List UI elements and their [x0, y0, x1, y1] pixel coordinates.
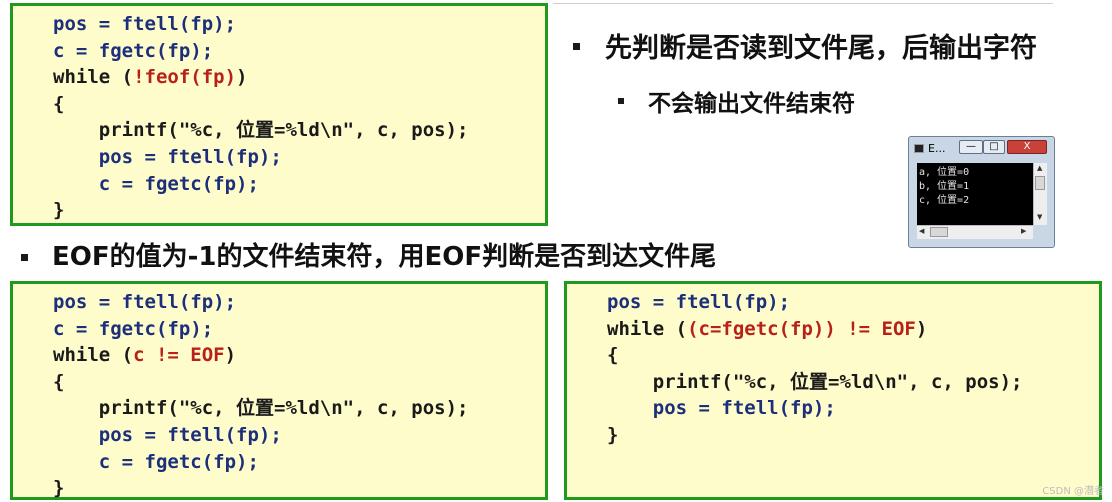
- bullet-main-text: 先判断是否读到文件尾，后输出字符: [605, 33, 1037, 64]
- code-line: printf("%c, 位置=%ld\n", c, pos);: [53, 395, 469, 422]
- code-token: !feof(fp): [133, 66, 237, 89]
- bullet-sub-text: 不会输出文件结束符: [648, 91, 855, 117]
- code-box-eof-compare: pos = ftell(fp);c = fgetc(fp);while (c !…: [10, 281, 548, 500]
- vertical-scroll-thumb[interactable]: [1035, 176, 1045, 190]
- code-block-combined: pos = ftell(fp); while ((c=fgetc(fp)) != …: [607, 289, 1023, 449]
- code-token: ): [915, 317, 928, 340]
- code-line: pos = ftell(fp);: [53, 11, 469, 38]
- scroll-right-icon[interactable]: ▶: [1021, 227, 1027, 235]
- code-line: pos = ftell(fp);: [53, 422, 469, 449]
- code-block-feof: pos = ftell(fp);c = fgetc(fp);while (!fe…: [53, 11, 469, 224]
- console-output-line: c, 位置=2: [919, 195, 970, 206]
- code-box-feof: pos = ftell(fp);c = fgetc(fp);while (!fe…: [10, 3, 548, 226]
- code-line: {: [607, 342, 1023, 369]
- maximize-button[interactable]: □: [983, 140, 1005, 154]
- code-token: c != EOF: [133, 344, 225, 367]
- code-token: ): [224, 344, 237, 367]
- watermark: CSDN @潜者: [1042, 486, 1104, 497]
- code-line: printf("%c, 位置=%ld\n", c, pos);: [53, 117, 469, 144]
- code-line: while ((c=fgetc(fp)) != EOF): [607, 316, 1023, 343]
- code-token: {: [53, 370, 65, 393]
- code-box-combined: pos = ftell(fp); while ((c=fgetc(fp)) != …: [564, 281, 1102, 500]
- code-token: pos = ftell(fp);: [53, 13, 237, 35]
- code-line: while (!feof(fp)): [53, 64, 469, 91]
- code-token: }: [53, 477, 65, 500]
- code-token: while (: [607, 317, 688, 340]
- code-token: pos = ftell(fp);: [53, 423, 282, 446]
- code-token: printf("%c, 位置=%ld\n", c, pos);: [53, 119, 469, 142]
- code-token: printf("%c, 位置=%ld\n", c, pos);: [607, 370, 1023, 393]
- code-token: pos = ftell(fp);: [53, 291, 237, 313]
- code-line: pos = ftell(fp);: [53, 289, 469, 316]
- code-line: }: [53, 475, 469, 502]
- code-line: {: [53, 91, 469, 118]
- code-line: }: [607, 422, 1023, 449]
- code-line: }: [53, 197, 469, 224]
- code-line: pos = ftell(fp);: [53, 144, 469, 171]
- bullet-eof-text: EOF的值为-1的文件结束符，用EOF判断是否到达文件尾: [52, 242, 717, 272]
- code-line: c = fgetc(fp);: [53, 316, 469, 343]
- code-line: {: [53, 369, 469, 396]
- code-line: c = fgetc(fp);: [53, 171, 469, 198]
- console-horizontal-scrollbar[interactable]: ◀ ▶: [917, 225, 1033, 239]
- code-line: pos = ftell(fp);: [607, 395, 1023, 422]
- scroll-up-icon[interactable]: ▲: [1037, 164, 1043, 172]
- code-token: printf("%c, 位置=%ld\n", c, pos);: [53, 397, 469, 420]
- console-app-icon: [914, 144, 924, 153]
- bullet-eof-marker: [21, 254, 28, 261]
- console-title: E...: [928, 142, 946, 155]
- code-token: while (: [53, 66, 134, 89]
- close-button[interactable]: X: [1007, 140, 1047, 154]
- code-line: pos = ftell(fp);: [607, 289, 1023, 316]
- code-token: c = fgetc(fp);: [53, 172, 259, 195]
- code-token: c = fgetc(fp);: [53, 39, 214, 62]
- code-token: pos = ftell(fp);: [607, 397, 836, 420]
- code-token: {: [607, 344, 619, 367]
- code-token: c = fgetc(fp);: [53, 450, 259, 473]
- bullet-sub-marker: [618, 98, 624, 104]
- code-token: (c=fgetc(fp)) != EOF: [687, 317, 916, 340]
- scroll-down-icon[interactable]: ▼: [1037, 213, 1043, 221]
- code-token: }: [607, 423, 619, 446]
- console-output-line: a, 位置=0: [919, 167, 970, 178]
- code-line: printf("%c, 位置=%ld\n", c, pos);: [607, 369, 1023, 396]
- console-titlebar[interactable]: E... — □ X: [909, 137, 1054, 159]
- code-token: pos = ftell(fp);: [607, 291, 791, 313]
- bullet-main-marker: [573, 43, 580, 50]
- minimize-button[interactable]: —: [959, 140, 983, 154]
- code-token: pos = ftell(fp);: [53, 145, 282, 168]
- code-line: while (c != EOF): [53, 342, 469, 369]
- console-window: E... — □ X a, 位置=0 b, 位置=1 c, 位置=2 ▲ ▼ ◀ ▶: [908, 136, 1055, 248]
- code-token: }: [53, 199, 65, 222]
- console-output-line: b, 位置=1: [919, 181, 970, 192]
- top-divider: [553, 3, 1053, 4]
- code-line: c = fgetc(fp);: [53, 449, 469, 476]
- console-vertical-scrollbar[interactable]: ▲ ▼: [1033, 163, 1047, 225]
- code-line: c = fgetc(fp);: [53, 38, 469, 65]
- code-block-eof-compare: pos = ftell(fp);c = fgetc(fp);while (c !…: [53, 289, 469, 502]
- scroll-left-icon[interactable]: ◀: [919, 227, 925, 235]
- console-output: a, 位置=0 b, 位置=1 c, 位置=2: [917, 163, 1033, 225]
- horizontal-scroll-thumb[interactable]: [930, 227, 948, 237]
- code-token: ): [236, 66, 248, 89]
- code-token: {: [53, 92, 65, 115]
- code-token: while (: [53, 344, 134, 367]
- code-token: c = fgetc(fp);: [53, 317, 214, 340]
